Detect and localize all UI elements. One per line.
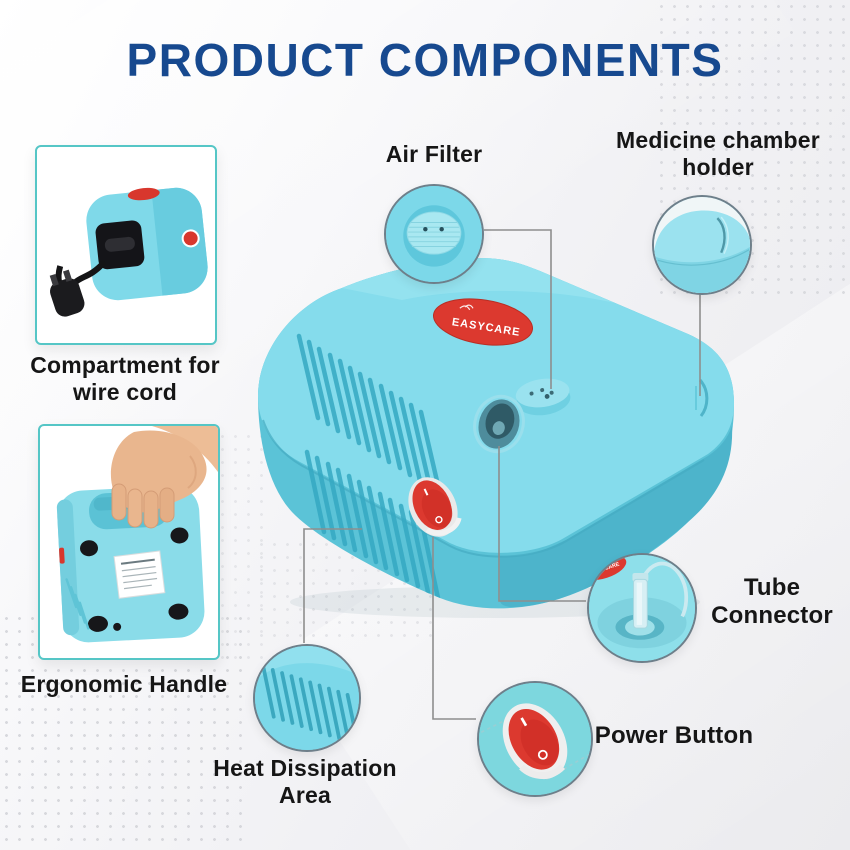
air-filter-knob (515, 378, 571, 416)
dot-pattern-decoration (255, 538, 435, 638)
air-filter-label: Air Filter (385, 141, 483, 167)
chamber-holder-latch (695, 378, 709, 417)
handle-photo (38, 424, 220, 660)
power-button-callout (477, 681, 593, 797)
heat-dissipation-closeup-image (255, 646, 359, 750)
hand-gripping-handle (110, 426, 218, 529)
medicine-chamber-closeup-image (654, 197, 750, 293)
wire-cord-label: Compartment for wire cord (30, 352, 220, 405)
tube-connector-callout: EASYCARE (587, 553, 697, 663)
wire-cord-closeup-image (49, 187, 208, 317)
tube-connector-label: Tube Connector (711, 574, 833, 629)
dot-pattern-decoration (216, 430, 268, 665)
ergonomic-handle-label: Ergonomic Handle (20, 671, 228, 697)
medicine-chamber-callout (652, 195, 752, 295)
power-button-closeup-image (479, 683, 591, 795)
tube-connector-socket (473, 394, 525, 454)
heat-dissipation-label: Heat Dissipation Area (213, 755, 397, 808)
tube-connector-closeup-image: EASYCARE (589, 555, 695, 661)
handle-closeup-image (56, 426, 218, 643)
page-title: PRODUCT COMPONENTS (126, 34, 724, 86)
power-button-on-body (408, 477, 462, 537)
air-filter-callout (384, 184, 484, 284)
power-button-label: Power Button (594, 722, 754, 749)
svg-text:EASYCARE: EASYCARE (451, 316, 521, 339)
medicine-chamber-label: Medicine chamber holder (616, 127, 820, 180)
brand-logo: EASYCARE (432, 298, 534, 346)
heat-dissipation-callout (253, 644, 361, 752)
air-filter-closeup-image (386, 186, 482, 282)
wire-cord-photo (35, 145, 217, 345)
